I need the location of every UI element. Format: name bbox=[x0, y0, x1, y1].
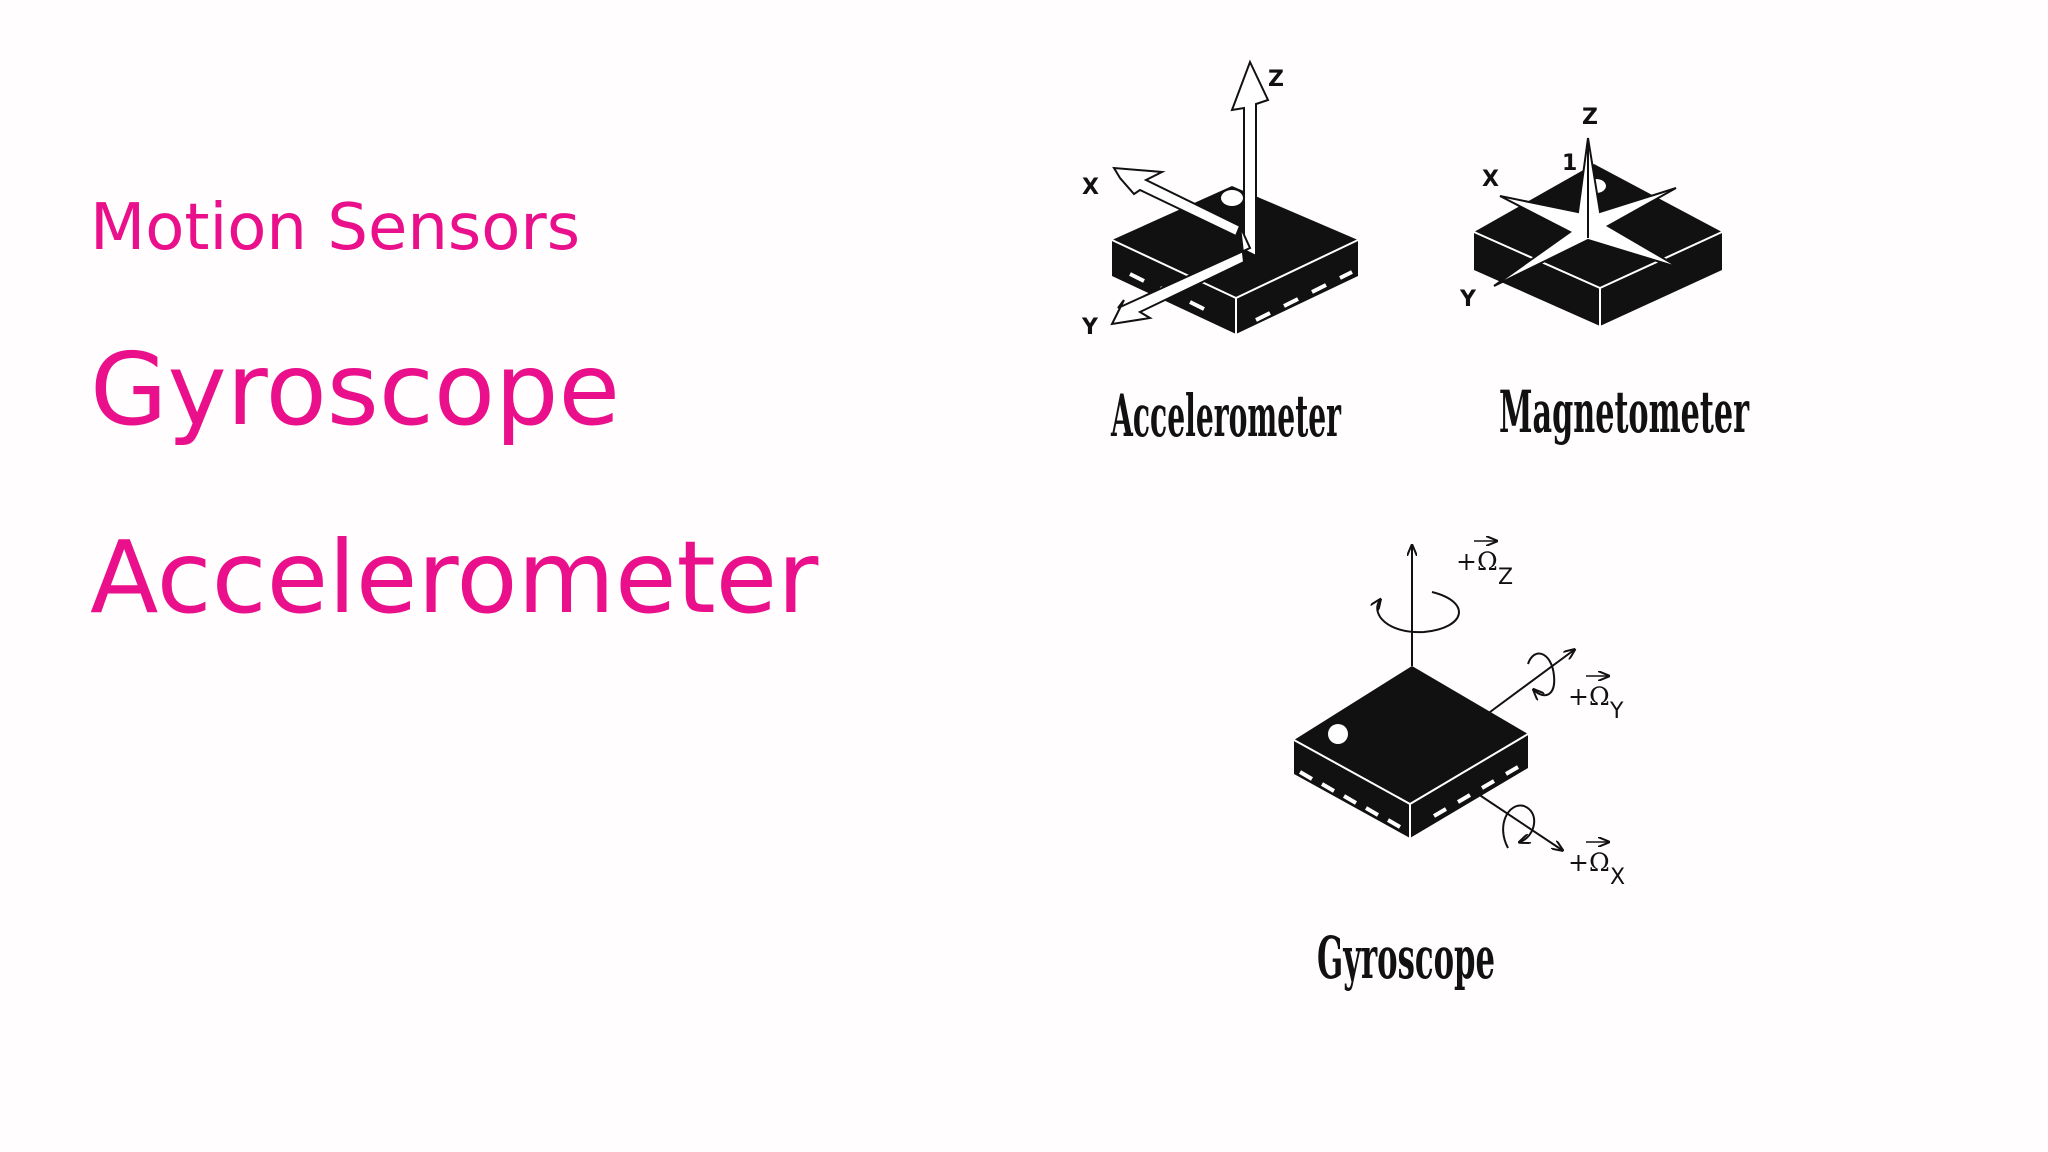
gyroscope-omega-z-sub: Z bbox=[1498, 565, 1513, 590]
gyroscope-omega-z-symbol: +Ω bbox=[1456, 547, 1498, 576]
gyroscope-pads bbox=[1298, 765, 1520, 829]
gyroscope-omega-y-label: +Ω Y bbox=[1568, 676, 1624, 724]
magnetometer-caption: Magnetometer bbox=[1499, 378, 1750, 446]
gyroscope-chip-top bbox=[1294, 666, 1528, 804]
gyroscope-diagram: +Ω Z +Ω Y +Ω X Gyroscope bbox=[1293, 541, 1625, 992]
accelerometer-chip-top bbox=[1112, 186, 1358, 298]
accelerometer-diagram: Z X Y Accelerometer bbox=[1081, 59, 1359, 450]
accelerometer-axis-x: X bbox=[1082, 175, 1099, 200]
gyroscope-omega-x-label: +Ω X bbox=[1568, 842, 1625, 890]
magnetometer-mark-1: 1 bbox=[1562, 151, 1577, 176]
accelerometer-chip-right-side bbox=[1236, 240, 1358, 334]
gyroscope-z-rotation-arc bbox=[1377, 591, 1460, 634]
gyroscope-x-axis bbox=[1477, 793, 1562, 850]
gyroscope-chip-left-side bbox=[1294, 740, 1410, 838]
magnetometer-chip-right-side bbox=[1600, 232, 1722, 326]
topic-accelerometer: Accelerometer bbox=[90, 519, 819, 636]
gyroscope-pin-dot bbox=[1328, 724, 1348, 744]
text-column: Motion Sensors Gyroscope Accelerometer bbox=[90, 0, 990, 700]
gyroscope-omega-y-symbol: +Ω bbox=[1568, 682, 1610, 711]
accelerometer-pin-dot bbox=[1221, 190, 1243, 206]
gyroscope-omega-z-label: +Ω Z bbox=[1456, 541, 1513, 590]
magnetometer-diagram: Z X Y 1 Magnetometer bbox=[1459, 105, 1750, 446]
magnetometer-chip-left-side bbox=[1474, 232, 1600, 326]
gyroscope-omega-y-sub: Y bbox=[1609, 699, 1624, 724]
magnetometer-axis-y: Y bbox=[1459, 287, 1477, 312]
magnetometer-axis-x: X bbox=[1482, 167, 1499, 192]
accelerometer-caption: Accelerometer bbox=[1111, 382, 1342, 450]
topic-gyroscope: Gyroscope bbox=[90, 331, 621, 448]
gyroscope-x-rotation-arc bbox=[1502, 804, 1535, 849]
gyroscope-y-axis bbox=[1489, 650, 1574, 713]
gyroscope-caption: Gyroscope bbox=[1317, 924, 1495, 992]
magnetometer-axis-z: Z bbox=[1582, 105, 1598, 130]
accelerometer-axis-z: Z bbox=[1268, 67, 1284, 92]
accelerometer-axis-y: Y bbox=[1081, 315, 1099, 340]
gyroscope-y-rotation-arc bbox=[1527, 652, 1556, 696]
slide-subtitle: Motion Sensors bbox=[90, 191, 581, 265]
accelerometer-z-arrow bbox=[1230, 59, 1270, 258]
gyroscope-omega-x-sub: X bbox=[1610, 865, 1625, 890]
gyroscope-omega-x-symbol: +Ω bbox=[1568, 848, 1610, 877]
